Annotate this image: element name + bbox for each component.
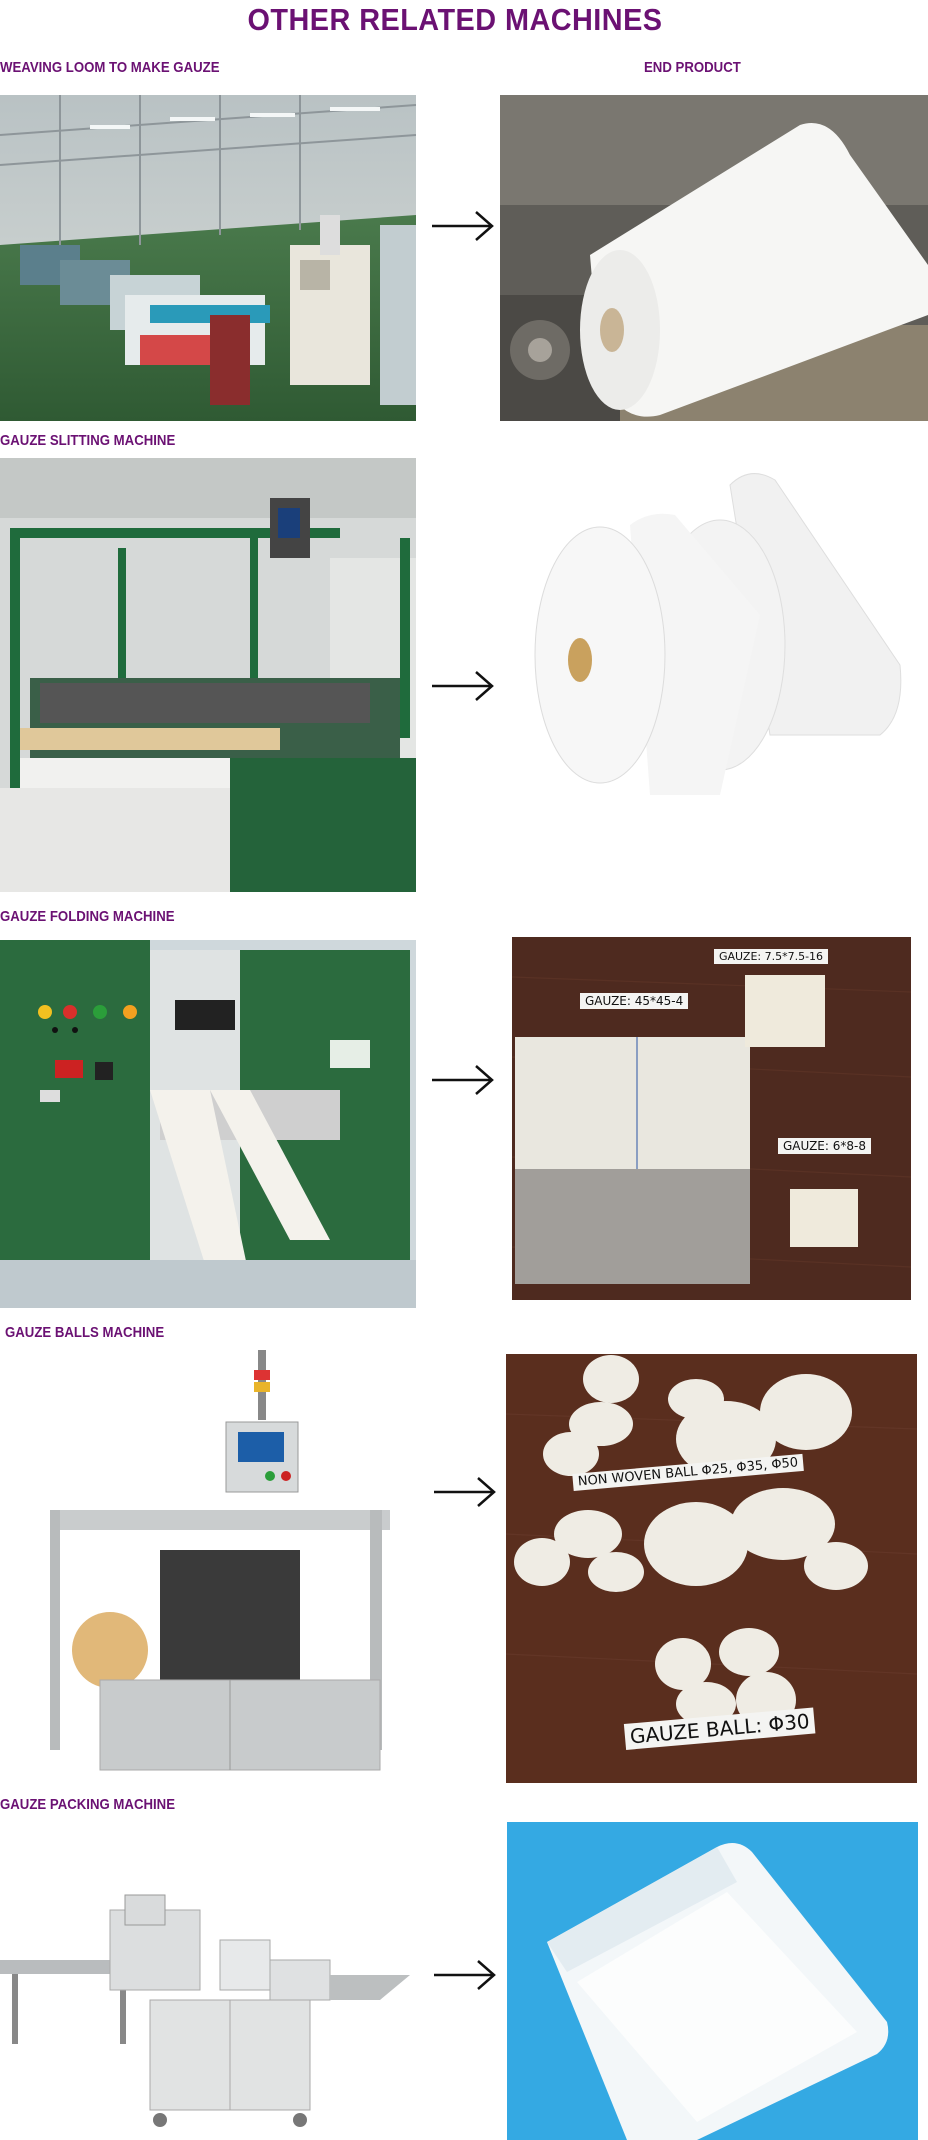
product-tag-45x45: GAUZE: 45*45-4 (580, 993, 689, 1009)
right-arrow-icon (432, 1958, 498, 1992)
product-tag-6x8: GAUZE: 6*8-8 (778, 1138, 871, 1154)
right-arrow-icon (430, 209, 496, 243)
section-label-packing: GAUZE PACKING MACHINE (0, 1796, 176, 1813)
right-arrow-icon (430, 1063, 496, 1097)
product-tag-7.5x7.5: GAUZE: 7.5*7.5-16 (714, 949, 829, 964)
right-arrow-icon (430, 669, 496, 703)
gauze-roll-photo (500, 95, 928, 421)
section-label-slitting: GAUZE SLITTING MACHINE (0, 432, 176, 449)
slitting-machine-photo (0, 458, 416, 892)
folded-gauze-photo (512, 937, 911, 1300)
folding-machine-photo (0, 940, 416, 1308)
gauze-balls-photo (506, 1354, 917, 1783)
section-label-weaving-loom: WEAVING LOOM TO MAKE GAUZE (0, 59, 220, 76)
weaving-loom-photo (0, 95, 416, 421)
packed-gauze-photo (507, 1822, 918, 2140)
gauze-slit-rolls-photo (500, 455, 910, 865)
section-label-folding: GAUZE FOLDING MACHINE (0, 908, 175, 925)
gauze-balls-machine-photo (40, 1350, 416, 1785)
section-label-end-product: END PRODUCT (644, 59, 741, 76)
packing-machine-photo (0, 1840, 420, 2140)
right-arrow-icon (432, 1475, 498, 1509)
section-label-balls: GAUZE BALLS MACHINE (5, 1324, 165, 1341)
page-title: OTHER RELATED MACHINES (247, 2, 663, 37)
